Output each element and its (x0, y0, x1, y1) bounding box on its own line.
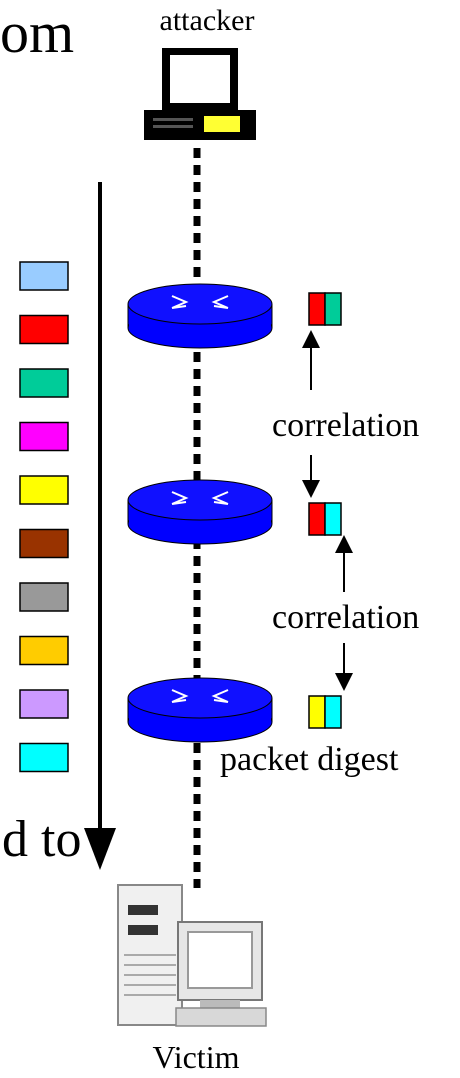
legend-swatch (19, 368, 69, 398)
legend-swatch (19, 635, 69, 666)
cut-title-fragment: om (0, 0, 74, 65)
legend-swatch (19, 582, 69, 612)
attacker-computer-icon (144, 48, 256, 140)
digest-pair (308, 502, 342, 536)
correlation-arrow-down-1 (302, 455, 320, 498)
legend-swatch (19, 314, 69, 345)
packet-legend (19, 261, 69, 773)
correlation-label-bottom: correlation (272, 599, 419, 636)
victim-computer-icon (117, 884, 267, 1027)
router-icon (127, 283, 273, 349)
packet-digest-label: packet digest (220, 741, 399, 778)
correlation-arrow-up-1 (302, 330, 320, 390)
correlation-arrow-down-2 (335, 643, 353, 691)
attacker-label: attacker (160, 4, 255, 37)
digest-pair (308, 695, 342, 729)
routers (127, 283, 273, 743)
time-arrow (84, 182, 116, 870)
digest-pair (308, 292, 342, 326)
legend-swatch (19, 261, 69, 291)
legend-swatch (19, 421, 69, 452)
legend-swatch (19, 742, 69, 773)
legend-swatch (19, 528, 69, 559)
packet-digests (308, 292, 342, 729)
router-icon (127, 479, 273, 545)
router-icon (127, 677, 273, 743)
victim-label: Victim (153, 1039, 240, 1075)
correlation-label-top: correlation (272, 407, 419, 444)
cut-body-fragment: d to (2, 811, 81, 868)
correlation-arrow-up-2 (335, 535, 353, 592)
legend-swatch (19, 689, 69, 719)
legend-swatch (19, 475, 69, 505)
